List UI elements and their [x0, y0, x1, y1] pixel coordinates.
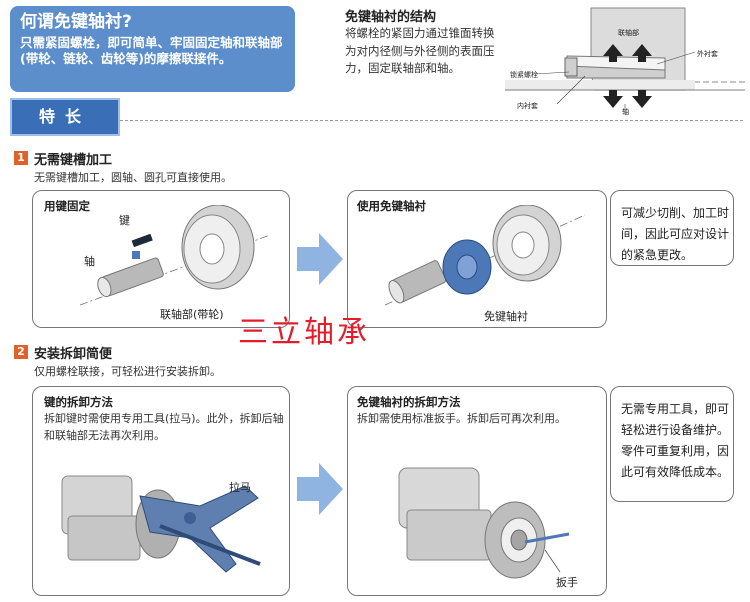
wrench-illustration — [398, 467, 570, 579]
label-bushing: 免键轴衬 — [484, 310, 528, 323]
section-divider — [10, 120, 743, 121]
structure-title: 免键轴衬的结构 — [345, 10, 437, 25]
structure-diagram — [505, 7, 745, 110]
label-coupling: 联轴部 — [618, 29, 639, 37]
label-outer-sleeve: 外衬套 — [697, 50, 718, 58]
watermark: 三立轴承 — [238, 315, 370, 350]
arrow-up-icon — [603, 44, 652, 62]
puller-illustration — [61, 475, 261, 573]
arrow-right-icon — [297, 233, 343, 285]
label-bolt: 锁紧螺栓 — [510, 71, 538, 79]
panel-key-removal-text: 拆卸键时需使用专用工具(拉马)。此外，拆卸后轴和联轴部无法再次利用。 — [44, 412, 284, 442]
key-fixing-illustration — [79, 205, 271, 306]
panel-bushing-removal-text: 拆卸需使用标准扳手。拆卸后可再次利用。 — [357, 412, 566, 425]
features-tab: 特长 — [10, 98, 120, 136]
intro-title: 何谓免键轴衬? — [20, 12, 132, 32]
label-inner-sleeve: 内衬套 — [517, 102, 538, 110]
intro-description: 只需紧固螺栓，即可简单、牢固固定轴和联轴部(带轮、链轮、齿轮等)的摩擦联接件。 — [20, 35, 283, 66]
label-key: 键 — [119, 214, 130, 227]
label-wrench: 扳手 — [556, 576, 578, 589]
panel-keyless-bushing-title: 使用免键轴衬 — [357, 199, 426, 213]
panel-key-removal-title: 键的拆卸方法 — [44, 395, 113, 409]
note-1-text: 可减少切削、加工时间，因此可应对设计的紧急更改。 — [621, 206, 730, 262]
section-1-number: 1 — [14, 151, 28, 165]
keyless-bushing-illustration — [384, 205, 586, 306]
arrow-down-icon — [603, 90, 652, 108]
panel-bushing-removal-title: 免键轴衬的拆卸方法 — [357, 395, 461, 409]
panel-key-fixing-title: 用键固定 — [44, 199, 90, 213]
label-shaft: 轴 — [622, 108, 629, 116]
section-1-description: 无需键槽加工，圆轴、圆孔可直接使用。 — [34, 171, 232, 184]
label-puller: 拉马 — [229, 481, 251, 494]
label-coupling-pulley: 联轴部(带轮) — [160, 308, 224, 321]
section-2-title: 安装拆卸简便 — [34, 347, 113, 362]
arrow-right-icon-2 — [297, 463, 343, 515]
section-2-description: 仅用螺栓联接，可轻松进行安装拆卸。 — [34, 365, 221, 378]
section-1-title: 无需键槽加工 — [34, 153, 113, 168]
note-box-1 — [610, 190, 734, 266]
note-box-2 — [610, 386, 734, 502]
intro-box: 何谓免键轴衬? 只需紧固螺栓，即可简单、牢固固定轴和联轴部(带轮、链轮、齿轮等)… — [10, 6, 295, 92]
label-shaft-1: 轴 — [84, 255, 95, 268]
structure-description: 将螺栓的紧固力通过锥面转换为对内径侧与外径侧的表面压力，固定联轴部和轴。 — [345, 26, 495, 75]
note-2-text: 无需专用工具，即可轻松进行设备维护。零件可重复利用，因此可有效降低成本。 — [621, 402, 730, 479]
section-2-number: 2 — [14, 345, 28, 359]
